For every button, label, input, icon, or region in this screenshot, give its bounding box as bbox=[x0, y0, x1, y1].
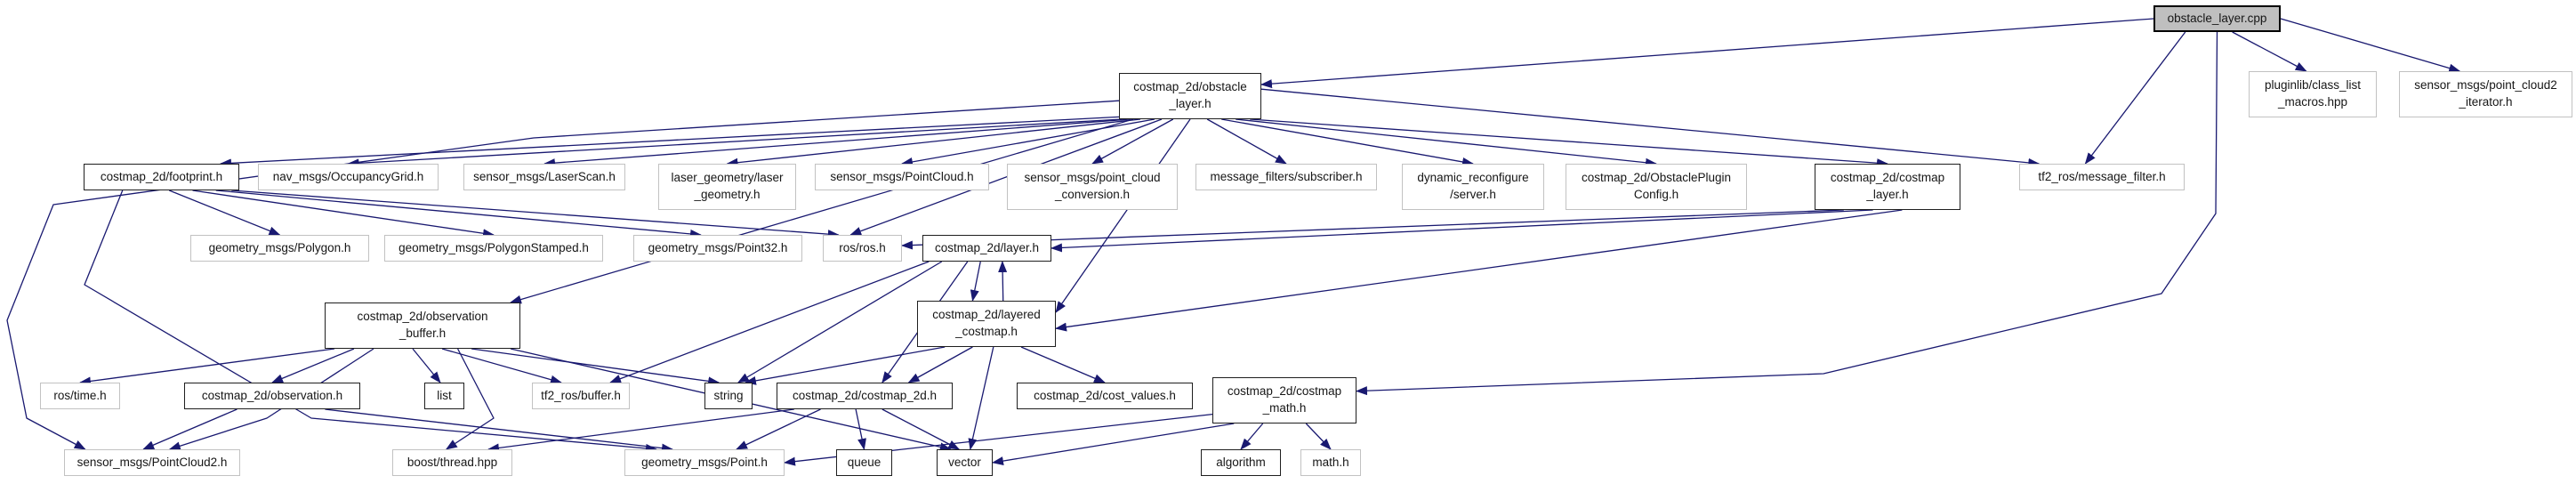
node-dyn_reconf: dynamic_reconfigure /server.h bbox=[1402, 164, 1544, 210]
edge-obs_buffer-pointcloud2 bbox=[168, 348, 374, 451]
node-pc_conversion: sensor_msgs/point_cloud _conversion.h bbox=[1007, 164, 1178, 210]
node-vector[interactable]: vector bbox=[937, 449, 993, 476]
edge-cpp-tf2_msg_filter bbox=[2084, 31, 2186, 165]
node-msg_filters_sub: message_filters/subscriber.h bbox=[1195, 164, 1377, 190]
node-math_h: math.h bbox=[1300, 449, 1361, 476]
edge-layer_h-string bbox=[737, 261, 943, 383]
edge-costmap_2d_h-boost_thread bbox=[487, 408, 794, 453]
edge-obs_buffer-observation_h bbox=[271, 348, 355, 383]
edge-costmap_layer-ros_ros bbox=[901, 209, 1844, 250]
edge-costmap_2d_h-point_h bbox=[736, 408, 821, 450]
node-algorithm[interactable]: algorithm bbox=[1201, 449, 1281, 476]
node-cpp[interactable]: obstacle_layer.cpp bbox=[2153, 5, 2281, 32]
node-obs_buffer[interactable]: costmap_2d/observation _buffer.h bbox=[325, 302, 520, 349]
node-occgrid: nav_msgs/OccupancyGrid.h bbox=[258, 164, 439, 190]
node-point32: geometry_msgs/Point32.h bbox=[633, 235, 802, 262]
edge-obs_buffer-string bbox=[471, 348, 720, 386]
edge-observation_h-pointcloud2 bbox=[142, 408, 237, 450]
edge-obstacle_layer_h-pointcloud bbox=[901, 118, 1155, 166]
node-laserscan: sensor_msgs/LaserScan.h bbox=[463, 164, 625, 190]
node-queue[interactable]: queue bbox=[836, 449, 892, 476]
node-footprint[interactable]: costmap_2d/footprint.h bbox=[84, 164, 239, 190]
edge-layered_costmap-string bbox=[744, 346, 946, 385]
node-string[interactable]: string bbox=[704, 383, 753, 409]
edge-costmap_layer-layer_h bbox=[1051, 209, 1873, 253]
node-obstacle_plugin_cfg: costmap_2d/ObstaclePlugin Config.h bbox=[1566, 164, 1747, 210]
edge-obstacle_layer_h-costmap_layer bbox=[1250, 118, 1888, 168]
edge-footprint-point_h bbox=[84, 190, 657, 453]
edge-obs_buffer-list bbox=[412, 348, 441, 383]
node-tf2_buffer: tf2_ros/buffer.h bbox=[532, 383, 630, 409]
edge-obstacle_layer_h-ros_ros bbox=[849, 118, 1163, 236]
edge-obstacle_layer_h-laser_geom bbox=[726, 118, 1141, 167]
edge-costmap_2d_h-queue bbox=[855, 408, 866, 450]
edge-cpp-pc2_iterator bbox=[2280, 18, 2461, 73]
node-ros_ros: ros/ros.h bbox=[823, 235, 902, 262]
edge-footprint-point32 bbox=[215, 190, 702, 238]
node-polygon: geometry_msgs/Polygon.h bbox=[190, 235, 369, 262]
edge-layered_costmap-vector bbox=[968, 346, 994, 450]
edge-obs_buffer-boost_thread bbox=[445, 348, 495, 450]
edge-obstacle_layer_h-msg_filters_sub bbox=[1206, 118, 1287, 165]
edge-observation_h-point_h bbox=[325, 408, 673, 453]
node-pointcloud2: sensor_msgs/PointCloud2.h bbox=[64, 449, 240, 476]
node-polygon_stamped: geometry_msgs/PolygonStamped.h bbox=[384, 235, 603, 262]
node-list[interactable]: list bbox=[424, 383, 464, 409]
edge-obstacle_layer_h-tf2_msg_filter bbox=[1260, 88, 2041, 167]
node-costmap_2d_h[interactable]: costmap_2d/costmap_2d.h bbox=[777, 383, 953, 409]
edge-obstacle_layer_h-pc_conversion bbox=[1091, 118, 1174, 165]
edge-costmap_2d_h-vector bbox=[881, 408, 961, 450]
edge-layer_h-layered_costmap bbox=[970, 261, 981, 302]
edge-cpp-pluginlib bbox=[2232, 31, 2307, 72]
node-laser_geom: laser_geometry/laser _geometry.h bbox=[658, 164, 796, 210]
node-pc2_iterator: sensor_msgs/point_cloud2 _iterator.h bbox=[2399, 71, 2572, 117]
edge-costmap_math-math_h bbox=[1305, 423, 1332, 450]
edge-obstacle_layer_h-obstacle_plugin_cfg bbox=[1236, 118, 1657, 167]
edge-cpp-obstacle_layer_h bbox=[1260, 18, 2154, 89]
node-layer_h[interactable]: costmap_2d/layer.h bbox=[922, 235, 1051, 262]
node-ros_time: ros/time.h bbox=[40, 383, 120, 409]
edge-obstacle_layer_h-obs_buffer bbox=[510, 118, 1134, 304]
edge-layered_costmap-costmap_2d_h bbox=[907, 346, 973, 383]
edge-layer_h-tf2_buffer bbox=[609, 261, 930, 383]
node-tf2_msg_filter: tf2_ros/message_filter.h bbox=[2019, 164, 2185, 190]
edge-obstacle_layer_h-layered_costmap bbox=[1055, 118, 1191, 313]
node-cost_values[interactable]: costmap_2d/cost_values.h bbox=[1017, 383, 1193, 409]
edge-obstacle_layer_h-occgrid bbox=[347, 118, 1123, 168]
edge-costmap_math-vector bbox=[992, 423, 1235, 466]
edge-obs_buffer-tf2_buffer bbox=[441, 348, 562, 384]
node-obstacle_layer_h[interactable]: costmap_2d/obstacle _layer.h bbox=[1119, 73, 1261, 119]
edge-layered_costmap-layer_h bbox=[998, 261, 1008, 302]
node-pluginlib: pluginlib/class_list _macros.hpp bbox=[2249, 71, 2377, 117]
edge-footprint-polygon_stamped bbox=[192, 190, 495, 238]
node-boost_thread: boost/thread.hpp bbox=[392, 449, 512, 476]
node-pointcloud: sensor_msgs/PointCloud.h bbox=[815, 164, 989, 190]
node-observation_h[interactable]: costmap_2d/observation.h bbox=[184, 383, 360, 409]
node-costmap_layer[interactable]: costmap_2d/costmap _layer.h bbox=[1815, 164, 1960, 210]
node-costmap_math[interactable]: costmap_2d/costmap _math.h bbox=[1212, 377, 1356, 424]
edge-footprint-polygon bbox=[169, 190, 281, 236]
edge-obstacle_layer_h-dyn_reconf bbox=[1221, 118, 1474, 166]
edge-obs_buffer-ros_time bbox=[79, 348, 335, 386]
edge-costmap_math-algorithm bbox=[1240, 423, 1264, 450]
edge-obstacle_layer_h-footprint bbox=[220, 116, 1120, 168]
node-point_h: geometry_msgs/Point.h bbox=[624, 449, 785, 476]
edge-cpp-costmap_math bbox=[1356, 31, 2218, 396]
edge-footprint-ros_ros bbox=[231, 190, 840, 239]
edge-costmap_layer-layered_costmap bbox=[1055, 209, 1903, 332]
edge-obstacle_layer_h-laserscan bbox=[543, 118, 1131, 168]
node-layered_costmap[interactable]: costmap_2d/layered _costmap.h bbox=[917, 301, 1056, 347]
edge-obstacle_layer_h-pointcloud2 bbox=[6, 100, 1120, 450]
edge-layered_costmap-cost_values bbox=[1020, 346, 1106, 383]
